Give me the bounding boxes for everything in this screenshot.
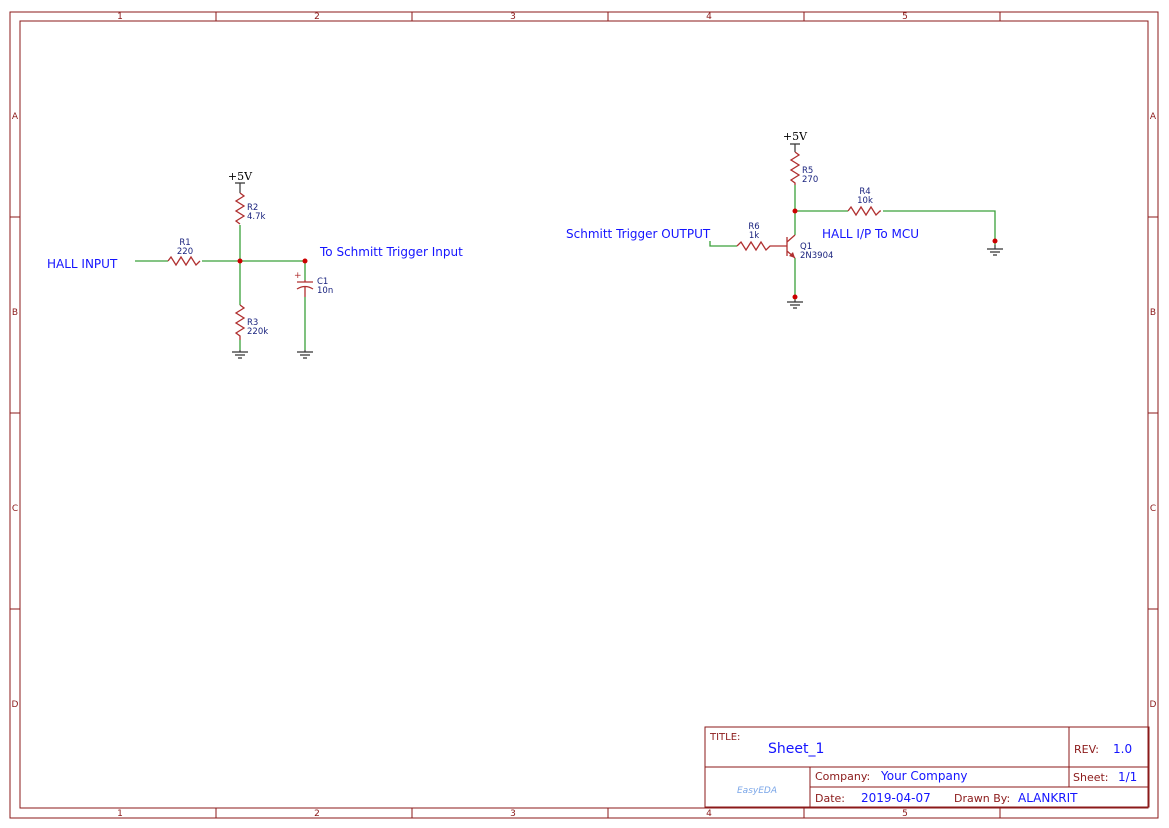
power-label: +5V (783, 130, 808, 143)
column-labels-top: 1 2 3 4 5 (117, 12, 908, 22)
value-label: 2N3904 (800, 251, 833, 261)
power-symbol-5v-right[interactable]: +5V (783, 130, 808, 152)
row-label: C (12, 504, 18, 514)
row-label: C (1150, 504, 1156, 514)
column-label: 1 (117, 12, 123, 22)
ref-label: R2 (247, 203, 258, 213)
power-symbol-5v-left[interactable]: +5V (228, 170, 253, 193)
column-label: 1 (117, 809, 123, 819)
row-labels: A B C D A B C D (12, 112, 1157, 710)
company-value: Your Company (880, 769, 968, 783)
sheet-frame (9, 11, 1159, 819)
sheet-label: Sheet: (1073, 771, 1109, 784)
net-label-hall-to-mcu[interactable]: HALL I/P To MCU (822, 227, 919, 241)
title-label: TITLE: (709, 732, 740, 743)
rev-label: REV: (1074, 743, 1099, 756)
sheet-value: 1/1 (1118, 770, 1137, 784)
column-label: 4 (706, 809, 712, 819)
junction-dot (302, 258, 308, 264)
ground-symbol (787, 300, 803, 309)
ground-symbol (232, 350, 248, 359)
ref-label: R1 (179, 238, 190, 248)
capacitor-c1[interactable]: + C1 10n (294, 271, 333, 297)
value-label: 10n (317, 286, 333, 296)
resistor-r3[interactable]: R3 220k (234, 304, 268, 340)
ref-label: C1 (317, 277, 328, 287)
junction-dot (992, 238, 998, 244)
company-label: Company: (815, 770, 870, 783)
junction-dot (237, 258, 243, 264)
net-label-to-schmitt[interactable]: To Schmitt Trigger Input (319, 245, 463, 259)
title-block: TITLE: Sheet_1 REV: 1.0 EasyEDA Company:… (704, 726, 1150, 808)
sheet-title: Sheet_1 (768, 741, 824, 757)
junction-dot (792, 294, 798, 300)
row-label: D (12, 700, 19, 710)
date-label: Date: (815, 792, 845, 805)
column-label: 4 (706, 12, 712, 22)
drawn-by-label: Drawn By: (954, 792, 1010, 805)
junction-dot (792, 208, 798, 214)
row-label: B (1150, 308, 1156, 318)
column-label: 3 (510, 12, 516, 22)
ground-symbol (987, 245, 1003, 256)
wire[interactable] (135, 260, 306, 350)
frame-zone-ticks (10, 12, 1158, 818)
transistor-q1[interactable]: Q1 2N3904 (786, 234, 833, 261)
resistor-r1[interactable]: R1 220 (167, 238, 201, 267)
resistor-r2[interactable]: R2 4.7k (234, 192, 266, 225)
ref-label: R6 (748, 222, 759, 232)
column-label: 3 (510, 809, 516, 819)
row-label: B (12, 308, 18, 318)
resistor-r6[interactable]: R6 1k (736, 222, 787, 252)
value-label: 1k (749, 231, 759, 241)
value-label: 220 (177, 247, 193, 257)
ref-label: R5 (802, 166, 813, 176)
date-value: 2019-04-07 (861, 791, 931, 805)
value-label: 220k (247, 327, 268, 337)
wire[interactable] (709, 241, 796, 300)
ref-label: R4 (859, 187, 870, 197)
resistor-r4[interactable]: R4 10k (847, 187, 881, 217)
polarity-mark: + (294, 271, 302, 281)
drawn-by-value: ALANKRIT (1018, 791, 1078, 805)
ref-label: R3 (247, 318, 258, 328)
row-label: A (1150, 112, 1157, 122)
ground-symbol (297, 350, 313, 359)
column-labels-bottom: 1 2 3 4 5 (117, 809, 908, 819)
easyeda-logo: EasyEDA (737, 786, 777, 796)
value-label: 270 (802, 175, 818, 185)
value-label: 4.7k (247, 212, 266, 222)
ref-label: Q1 (800, 242, 812, 252)
column-label: 2 (314, 12, 320, 22)
row-label: A (12, 112, 19, 122)
column-label: 2 (314, 809, 320, 819)
column-label: 5 (902, 809, 908, 819)
value-label: 10k (857, 196, 873, 206)
rev-value: 1.0 (1113, 742, 1132, 756)
power-label: +5V (228, 170, 253, 183)
resistor-r5[interactable]: R5 270 (789, 151, 818, 185)
net-label-hall-input[interactable]: HALL INPUT (47, 257, 118, 271)
row-label: D (1150, 700, 1157, 710)
column-label: 5 (902, 12, 908, 22)
net-label-schmitt-output[interactable]: Schmitt Trigger OUTPUT (566, 227, 711, 241)
